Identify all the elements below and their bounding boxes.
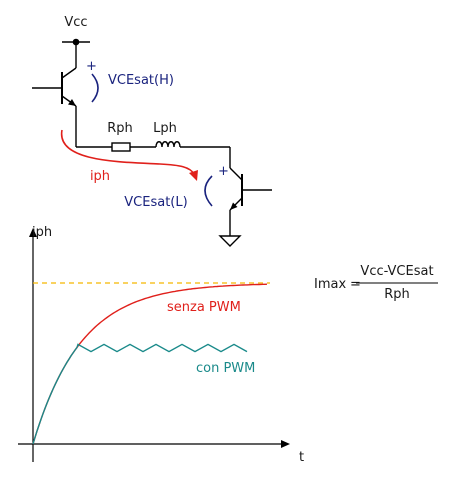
resistor-rph <box>111 142 131 152</box>
vce-low-plus: + <box>218 164 229 179</box>
low-transistor-emitter-arrow <box>230 202 238 210</box>
formula-denominator: Rph <box>384 287 410 302</box>
circuit <box>32 38 272 247</box>
vce-low-label: VCEsat(L) <box>124 195 187 210</box>
low-transistor-collector <box>229 167 243 181</box>
series-label-senza-pwm: senza PWM <box>167 300 241 315</box>
vcc-label: Vcc <box>64 15 87 30</box>
x-axis-label: t <box>299 450 304 465</box>
vce-low-arc <box>204 175 213 207</box>
y-axis-label: iph <box>32 225 52 240</box>
x-axis-arrow <box>281 440 290 448</box>
ground-symbol <box>218 235 242 247</box>
vce-arcs <box>91 73 213 207</box>
vce-high-plus: + <box>86 59 97 74</box>
formula-lhs: Imax <box>314 277 346 292</box>
inductor-label: Lph <box>153 121 177 136</box>
current-arrowhead <box>189 170 198 181</box>
chart: iph t senza PWM con PWM <box>18 225 304 465</box>
inductor-lph <box>155 141 181 148</box>
current-label: iph <box>90 169 110 184</box>
series-label-con-pwm: con PWM <box>196 361 255 376</box>
series-line-con-pwm <box>32 343 248 445</box>
vce-high-arc <box>91 73 99 103</box>
vce-high-label: VCEsat(H) <box>108 73 174 88</box>
imax-formula: Imax = Vcc-VCEsat Rph <box>314 264 438 302</box>
high-transistor-collector <box>61 67 77 79</box>
current-arrow-path <box>61 129 195 175</box>
formula-numerator: Vcc-VCEsat <box>360 264 433 279</box>
high-transistor-emitter-arrow <box>68 99 76 106</box>
formula-equals: = <box>350 277 361 292</box>
y-axis-arrow <box>29 228 37 237</box>
resistor-label: Rph <box>107 121 133 136</box>
current-arrow <box>61 129 198 181</box>
